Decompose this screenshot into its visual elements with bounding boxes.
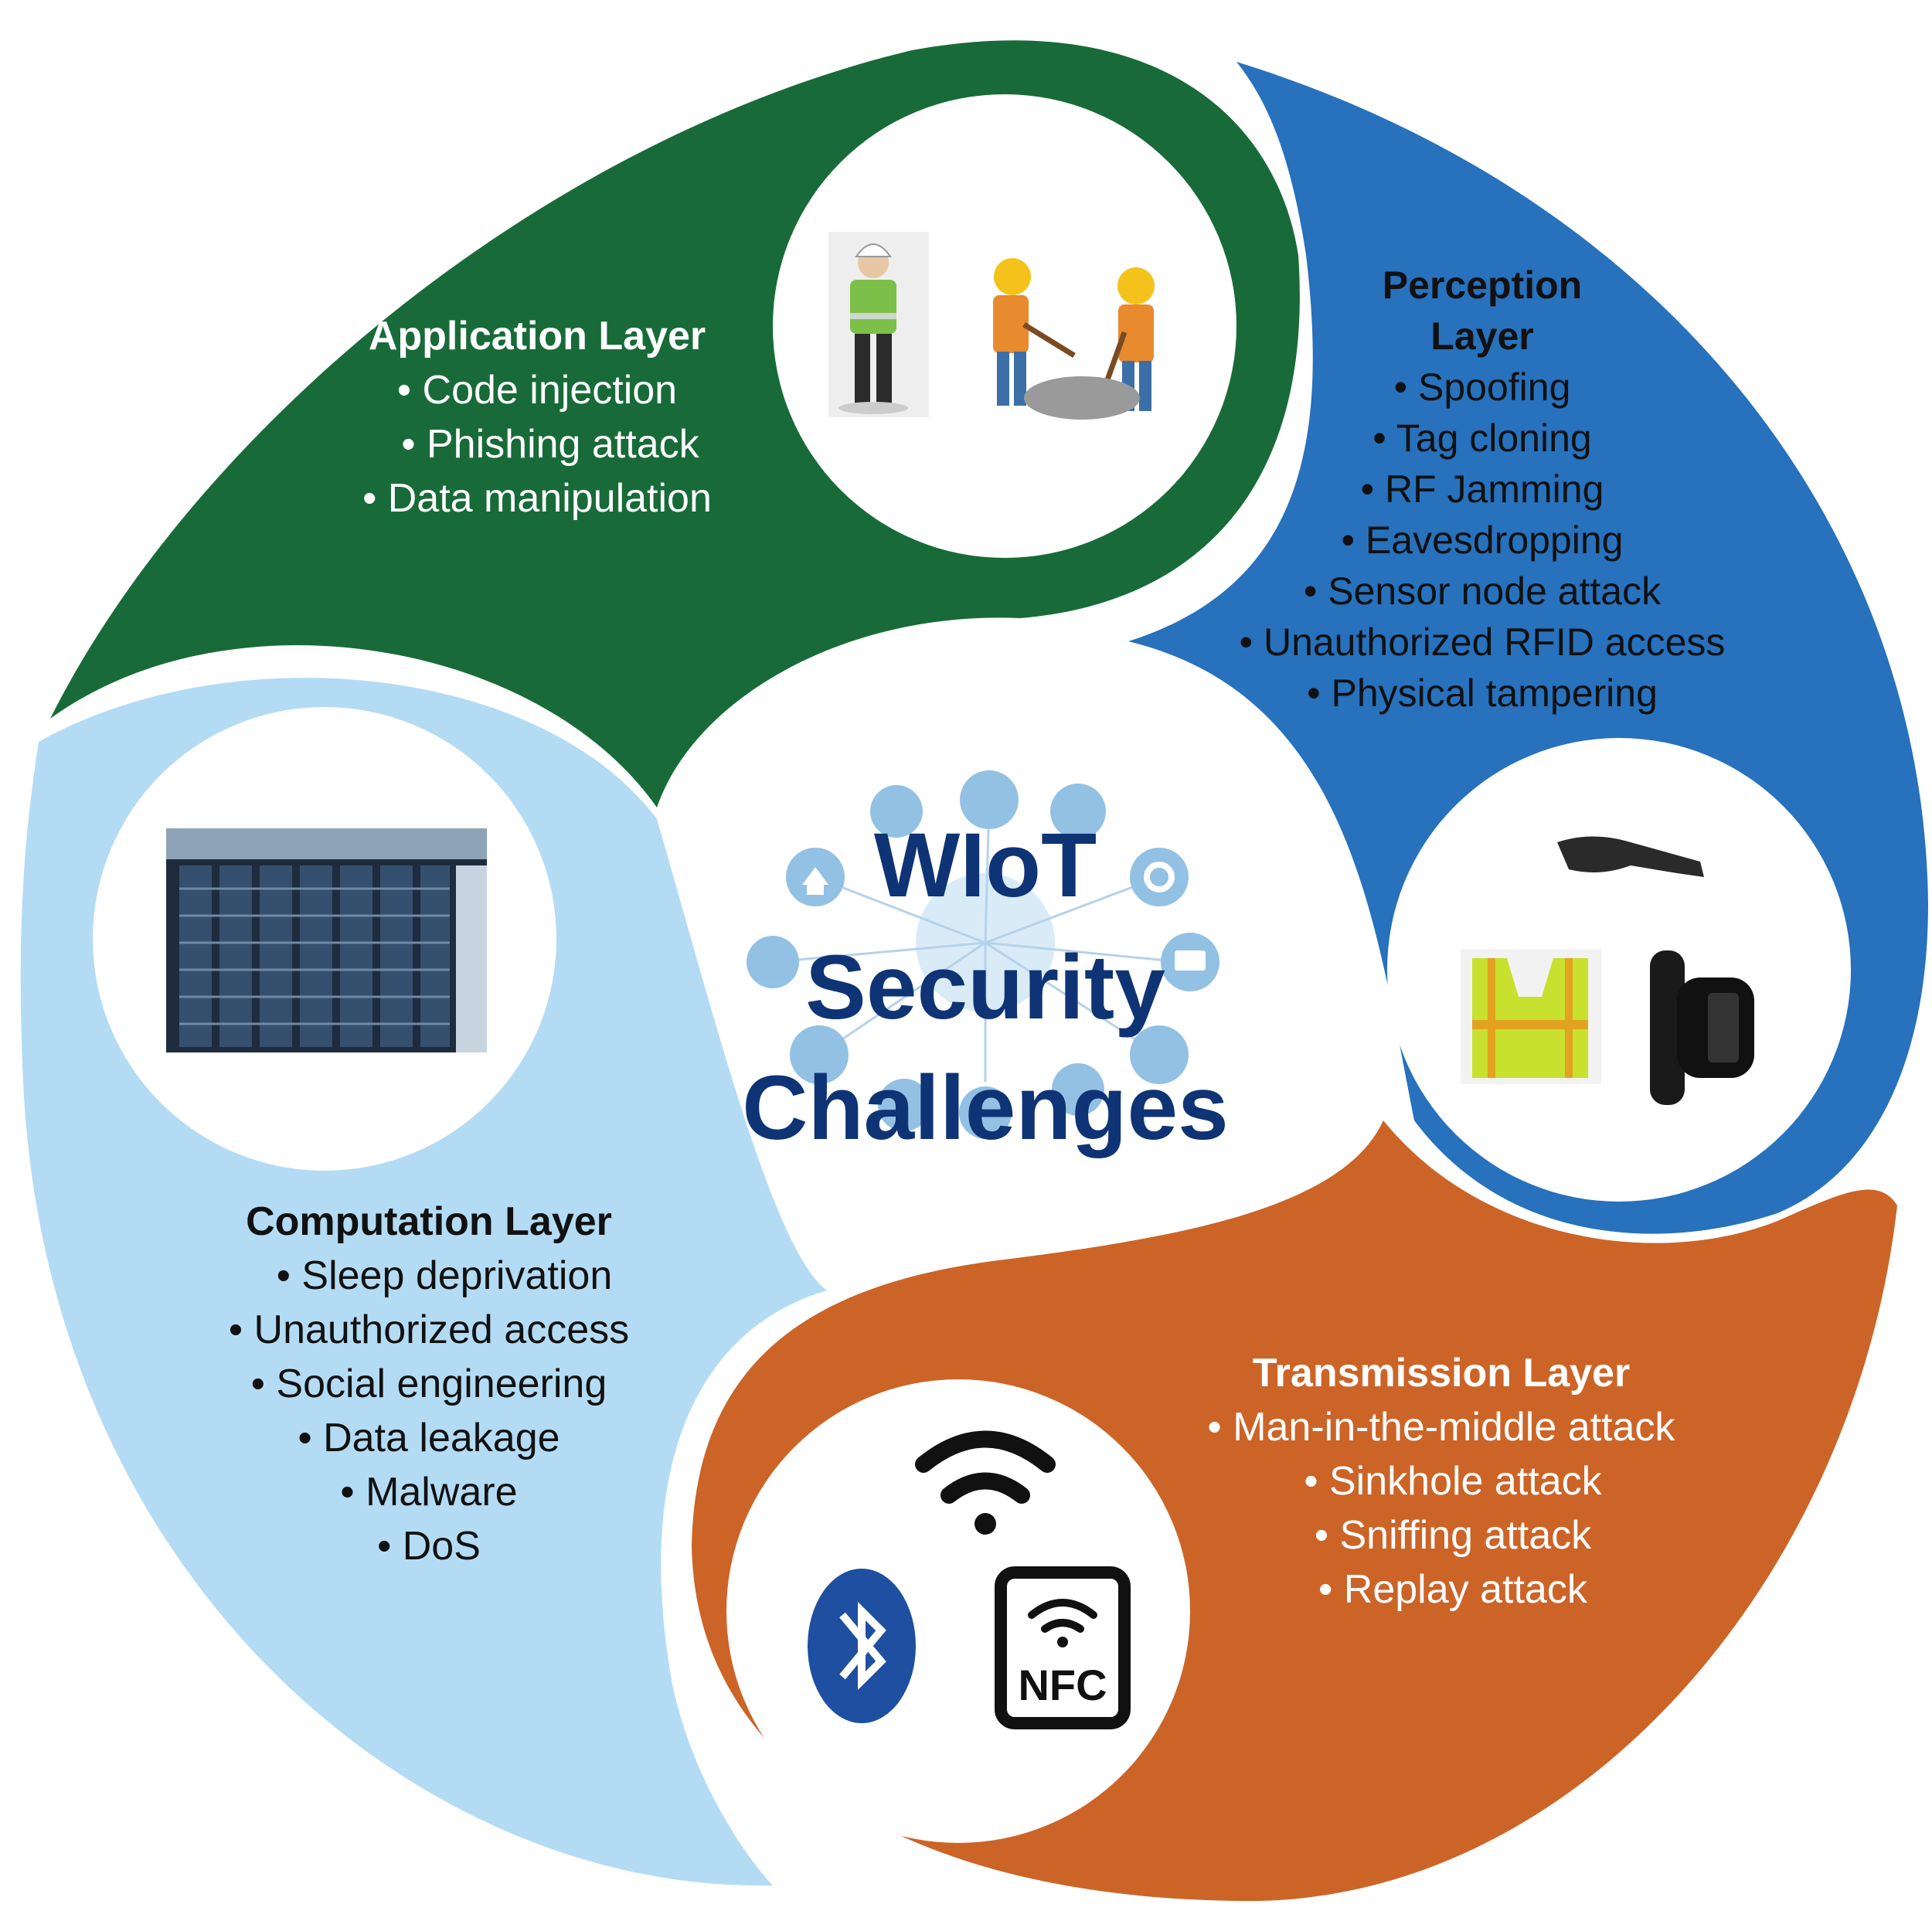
construction-workers-illustration — [828, 232, 1155, 420]
perception-item-1: • Spoofing — [1394, 366, 1571, 409]
bluetooth-icon — [808, 1569, 916, 1723]
perception-item-7: • Physical tampering — [1307, 672, 1658, 715]
computation-item-4: • Data leakage — [298, 1416, 560, 1460]
application-item-2: • Phishing attack — [401, 422, 699, 467]
user-icon — [1050, 784, 1106, 839]
center-title-line-3: Challenges — [742, 1057, 1229, 1159]
computation-item-3: • Social engineering — [251, 1362, 607, 1406]
perception-layer-text: Perception Layer • Spoofing • Tag clonin… — [1240, 264, 1726, 715]
perception-item-2: • Tag cloning — [1372, 416, 1591, 460]
perception-item-6: • Unauthorized RFID access — [1240, 620, 1726, 664]
computation-item-2: • Unauthorized access — [229, 1307, 629, 1352]
monitor-glyph — [1175, 950, 1206, 971]
computation-item-5: • Malware — [340, 1470, 517, 1515]
center-network-graphic — [747, 770, 1219, 1139]
application-layer-title: Application Layer — [369, 314, 706, 359]
center-title-line-1: WIoT — [874, 814, 1097, 916]
bulb-icon — [870, 785, 923, 838]
perception-layer-title-1: Perception — [1383, 264, 1582, 307]
gamepad-icon — [790, 1025, 849, 1084]
wifi-small-icon — [1130, 1025, 1189, 1084]
perception-item-3: • RF Jamming — [1361, 468, 1604, 511]
safety-vest-icon — [1461, 949, 1601, 1084]
application-layer-text: Application Layer • Code injection • Phi… — [362, 314, 712, 521]
transmission-item-2: • Sinkhole attack — [1304, 1459, 1602, 1504]
perception-item-4: • Eavesdropping — [1342, 518, 1624, 562]
computation-item-6: • DoS — [377, 1524, 481, 1569]
ar-glasses-icon — [1557, 836, 1704, 877]
wifi-icon — [915, 1430, 1056, 1535]
transmission-layer-text: Transmission Layer • Man-in-the-middle a… — [1208, 1351, 1676, 1612]
computation-item-1: • Sleep deprivation — [277, 1253, 612, 1298]
cloud-icon — [959, 1086, 1012, 1139]
center-title-line-2: Security — [805, 937, 1165, 1039]
phone-icon — [878, 1079, 930, 1131]
tools-icon — [960, 770, 1019, 829]
nfc-label: NFC — [1018, 1661, 1107, 1709]
center-title: WIoT Security Challenges — [742, 814, 1229, 1159]
wearable-devices-illustration — [1461, 836, 1754, 1105]
fitness-band-icon — [1650, 950, 1754, 1105]
application-item-3: • Data manipulation — [362, 476, 712, 521]
lightbulb-icon — [747, 936, 799, 988]
transmission-icons: NFC — [808, 1430, 1131, 1729]
perception-item-5: • Sensor node attack — [1304, 570, 1662, 613]
gear-icon — [1130, 848, 1189, 906]
transmission-item-1: • Man-in-the-middle attack — [1208, 1405, 1676, 1450]
chat-icon — [1052, 1063, 1104, 1116]
home-glyph — [802, 867, 828, 895]
transmission-item-3: • Sniffing attack — [1315, 1513, 1592, 1558]
computation-layer-text: Computation Layer • Sleep deprivation • … — [229, 1199, 629, 1569]
server-racks-photo — [166, 828, 487, 1052]
gear-glyph — [1144, 862, 1175, 892]
computation-layer-title: Computation Layer — [246, 1199, 612, 1244]
transmission-item-4: • Replay attack — [1318, 1567, 1588, 1612]
perception-image-circle — [1387, 738, 1851, 1202]
nfc-icon: NFC — [995, 1566, 1131, 1729]
application-item-1: • Code injection — [397, 368, 677, 413]
perception-layer-title-2: Layer — [1430, 314, 1533, 358]
transmission-layer-title: Transmission Layer — [1253, 1351, 1630, 1396]
